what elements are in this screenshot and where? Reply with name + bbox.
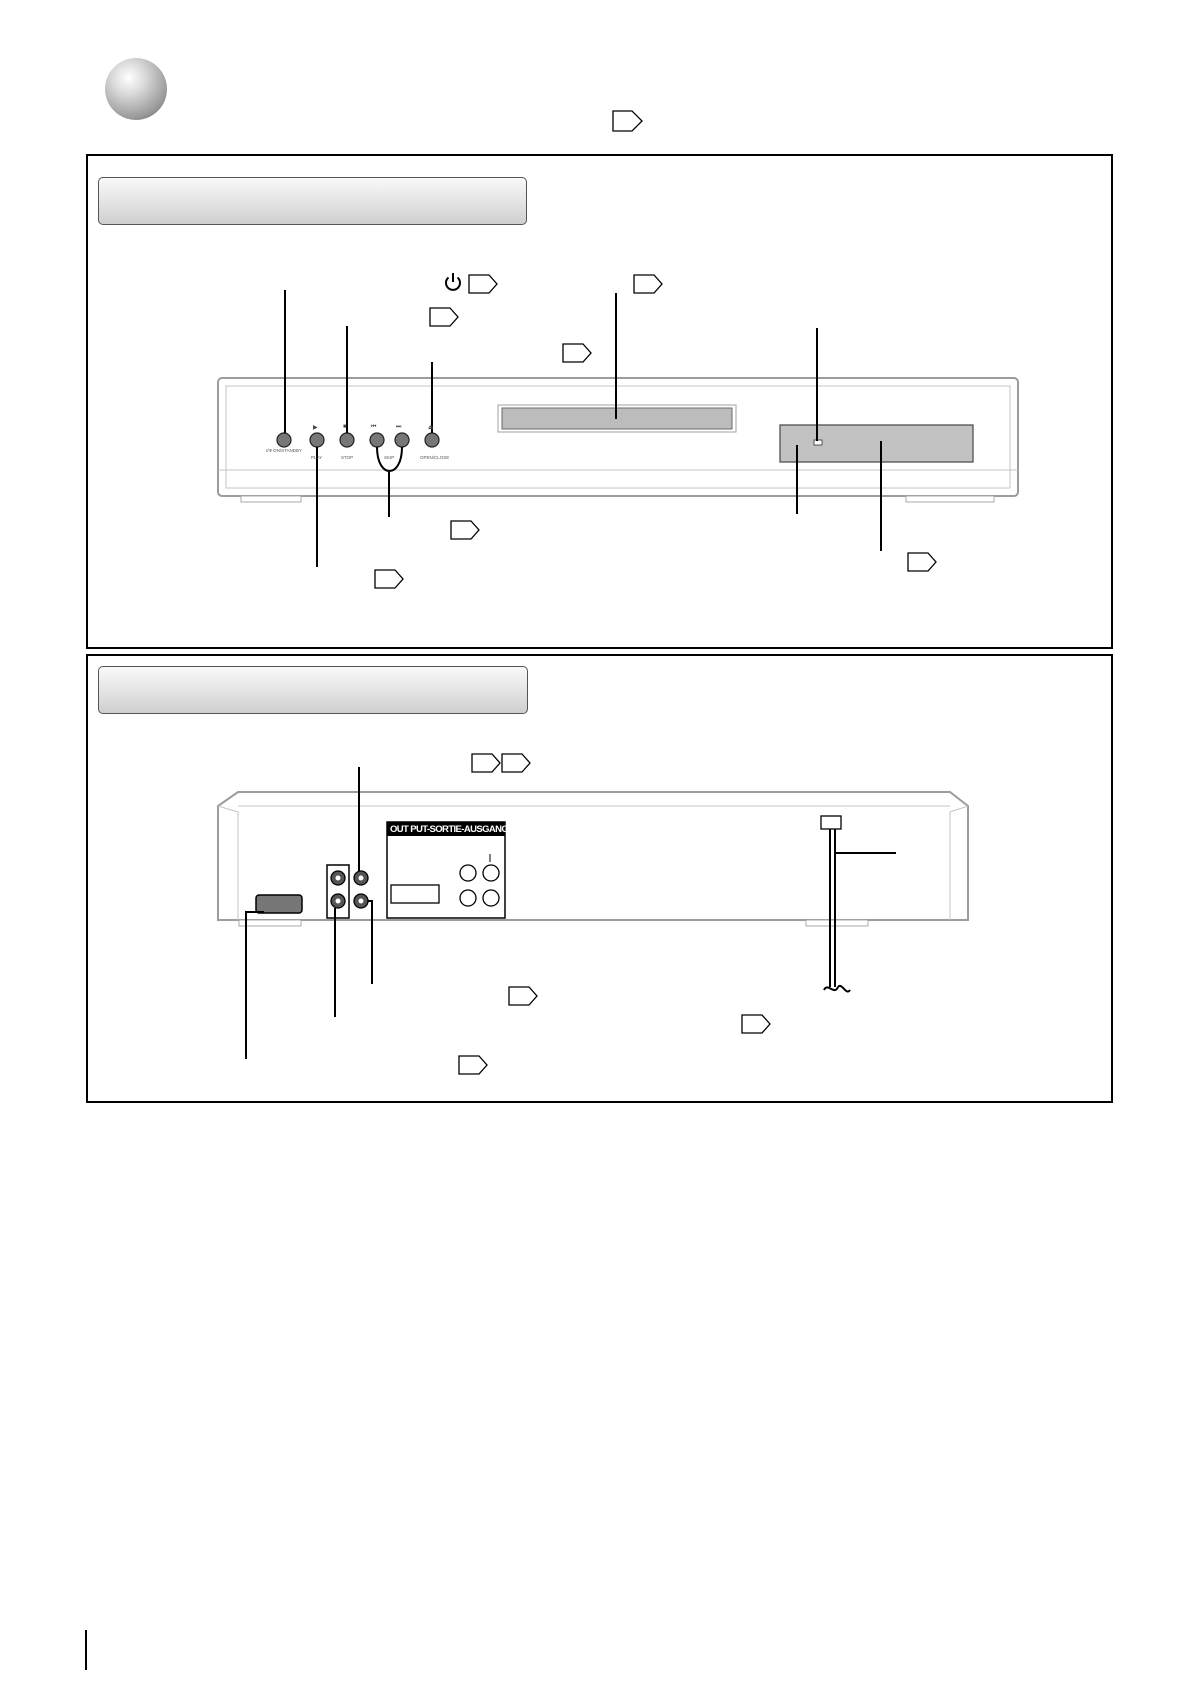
- rear-page-reference-tags: [458, 753, 771, 1075]
- skip-prev-symbol: ⏮: [371, 424, 377, 430]
- skip-next-button: [394, 432, 410, 448]
- open-close-button-label: OPEN/CLOSE: [420, 455, 450, 460]
- rear-panel-section: [86, 654, 1113, 1103]
- open-close-button: [424, 432, 440, 448]
- play-symbol: ▶: [313, 425, 318, 431]
- skip-next-symbol: ⏭: [396, 424, 402, 430]
- front-panel-heading-tab: [98, 177, 527, 225]
- power-button-label: I/Ф ON/STANDBY: [265, 448, 303, 453]
- skip-prev-button: [369, 432, 385, 448]
- power-cord: [823, 829, 851, 993]
- rear-panel-diagram: [217, 753, 969, 1075]
- play-button-label: PLAY: [311, 455, 323, 460]
- output-block-header: OUT PUT-SORTIE-AUSGANG: [390, 824, 506, 835]
- stop-symbol: ■: [343, 424, 347, 430]
- front-callout-lines: [284, 290, 882, 567]
- front-page-reference-tags: [374, 274, 937, 589]
- rear-callout-lines: [245, 767, 896, 1059]
- eject-symbol: ⏏: [428, 425, 434, 431]
- skip-button-label: SKIP: [384, 455, 395, 460]
- power-symbol-icon: [445, 273, 461, 291]
- display-window: [779, 424, 974, 463]
- power-button: [276, 432, 292, 448]
- page-reference-tag-icon: [612, 110, 643, 132]
- front-panel-section: [86, 154, 1113, 649]
- power-cord-outlet: [820, 815, 842, 830]
- rear-panel-heading-tab: [98, 666, 528, 714]
- output-scart: [390, 884, 440, 904]
- scart-connector: [255, 894, 303, 914]
- page-footer-rule: [85, 1630, 87, 1670]
- stop-button-label: STOP: [341, 455, 354, 460]
- front-panel-diagram: [217, 273, 1019, 589]
- stop-button: [339, 432, 355, 448]
- section-bullet-ball: [105, 58, 167, 120]
- play-button: [309, 432, 325, 448]
